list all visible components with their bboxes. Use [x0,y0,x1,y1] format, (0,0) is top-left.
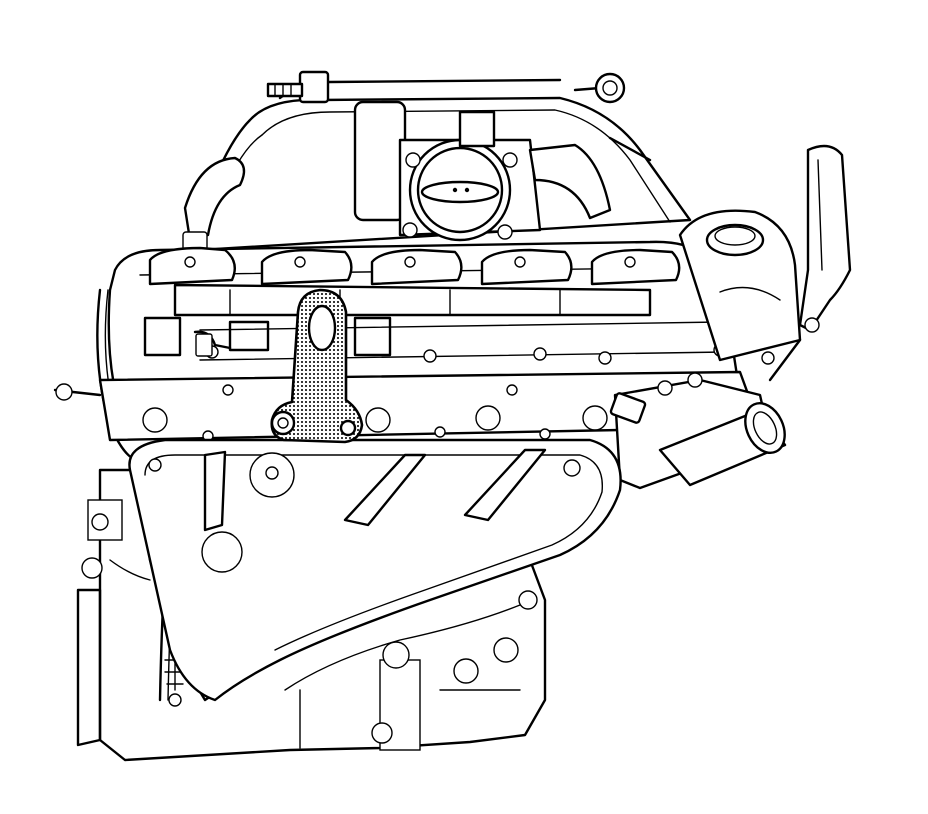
cylinder-head [107,240,775,412]
oxygen-sensor-wire [193,330,232,357]
exhaust-manifold-heat-shield [128,438,622,702]
map-sensor-connector [266,70,626,104]
coolant-outlet [609,372,787,490]
front-bracket-right [768,144,852,382]
oil-fill-cap [678,209,802,362]
throttle-body [353,100,652,242]
lift-bracket[interactable] [270,288,364,444]
ignition-coils [148,246,681,286]
head-deck [53,370,754,442]
